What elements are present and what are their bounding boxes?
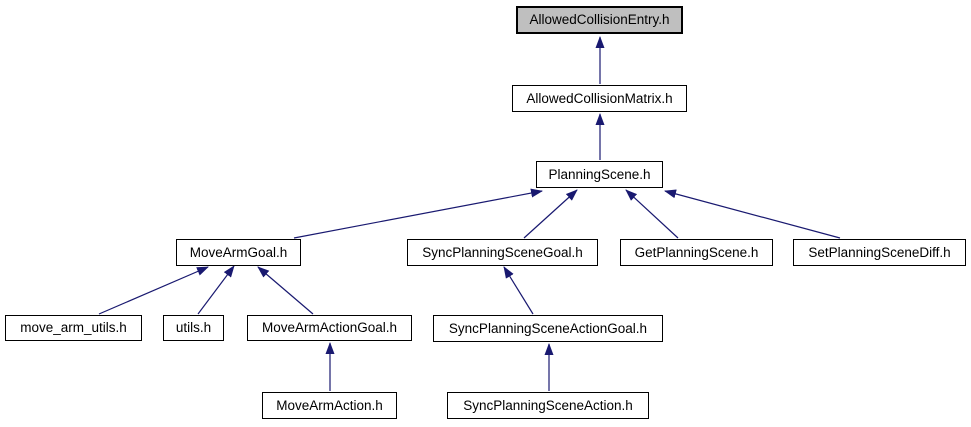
node-label: PlanningScene.h	[548, 166, 651, 182]
diagram-node-MoveArmGoal[interactable]: MoveArmGoal.h	[176, 239, 301, 266]
node-label: MoveArmActionGoal.h	[261, 320, 398, 336]
node-label: move_arm_utils.h	[20, 320, 127, 336]
diagram-node-SyncPlanningSceneActionGoal[interactable]: SyncPlanningSceneActionGoal.h	[433, 315, 663, 342]
dependency-arrow-MoveArmGoal-to-PlanningScene	[293, 188, 543, 239]
diagram-node-SetPlanningSceneDiff[interactable]: SetPlanningSceneDiff.h	[793, 239, 966, 266]
diagram-node-PlanningScene[interactable]: PlanningScene.h	[536, 161, 663, 188]
diagram-node-MoveArmActionGoal[interactable]: MoveArmActionGoal.h	[247, 315, 412, 341]
node-label: GetPlanningScene.h	[634, 244, 759, 260]
diagram-node-move_arm_utils[interactable]: move_arm_utils.h	[5, 315, 142, 341]
dependency-arrow-SetPlanningSceneDiff-to-PlanningScene	[664, 189, 841, 239]
diagram-node-utils[interactable]: utils.h	[163, 315, 224, 341]
diagram-node-AllowedCollisionMatrix[interactable]: AllowedCollisionMatrix.h	[512, 85, 687, 112]
dependency-arrow-SyncPlanningSceneActionGoal-to-SyncPlanningSceneGoal	[503, 266, 534, 315]
node-label: MoveArmAction.h	[276, 397, 383, 413]
dependency-arrow-GetPlanningScene-to-PlanningScene	[625, 189, 679, 239]
diagram-node-AllowedCollisionEntry: AllowedCollisionEntry.h	[516, 6, 683, 34]
diagram-node-SyncPlanningSceneAction[interactable]: SyncPlanningSceneAction.h	[447, 392, 649, 419]
diagram-node-MoveArmAction[interactable]: MoveArmAction.h	[262, 392, 397, 419]
node-label: SetPlanningSceneDiff.h	[808, 244, 951, 260]
node-label: AllowedCollisionEntry.h	[529, 12, 670, 28]
node-label: AllowedCollisionMatrix.h	[526, 90, 673, 106]
node-label: MoveArmGoal.h	[189, 244, 288, 260]
node-label: utils.h	[175, 320, 212, 336]
dependency-arrow-move_arm_utils-to-MoveArmGoal	[98, 266, 209, 315]
dependency-arrow-SyncPlanningSceneGoal-to-PlanningScene	[523, 189, 578, 239]
diagram-node-GetPlanningScene[interactable]: GetPlanningScene.h	[620, 239, 773, 266]
diagram-node-SyncPlanningSceneGoal[interactable]: SyncPlanningSceneGoal.h	[407, 239, 598, 266]
dependency-arrow-MoveArmActionGoal-to-MoveArmGoal	[257, 266, 314, 315]
node-label: SyncPlanningSceneAction.h	[463, 397, 633, 413]
node-label: SyncPlanningSceneGoal.h	[422, 244, 583, 260]
dependency-arrow-utils-to-MoveArmGoal	[197, 265, 235, 315]
node-label: SyncPlanningSceneActionGoal.h	[448, 320, 648, 336]
